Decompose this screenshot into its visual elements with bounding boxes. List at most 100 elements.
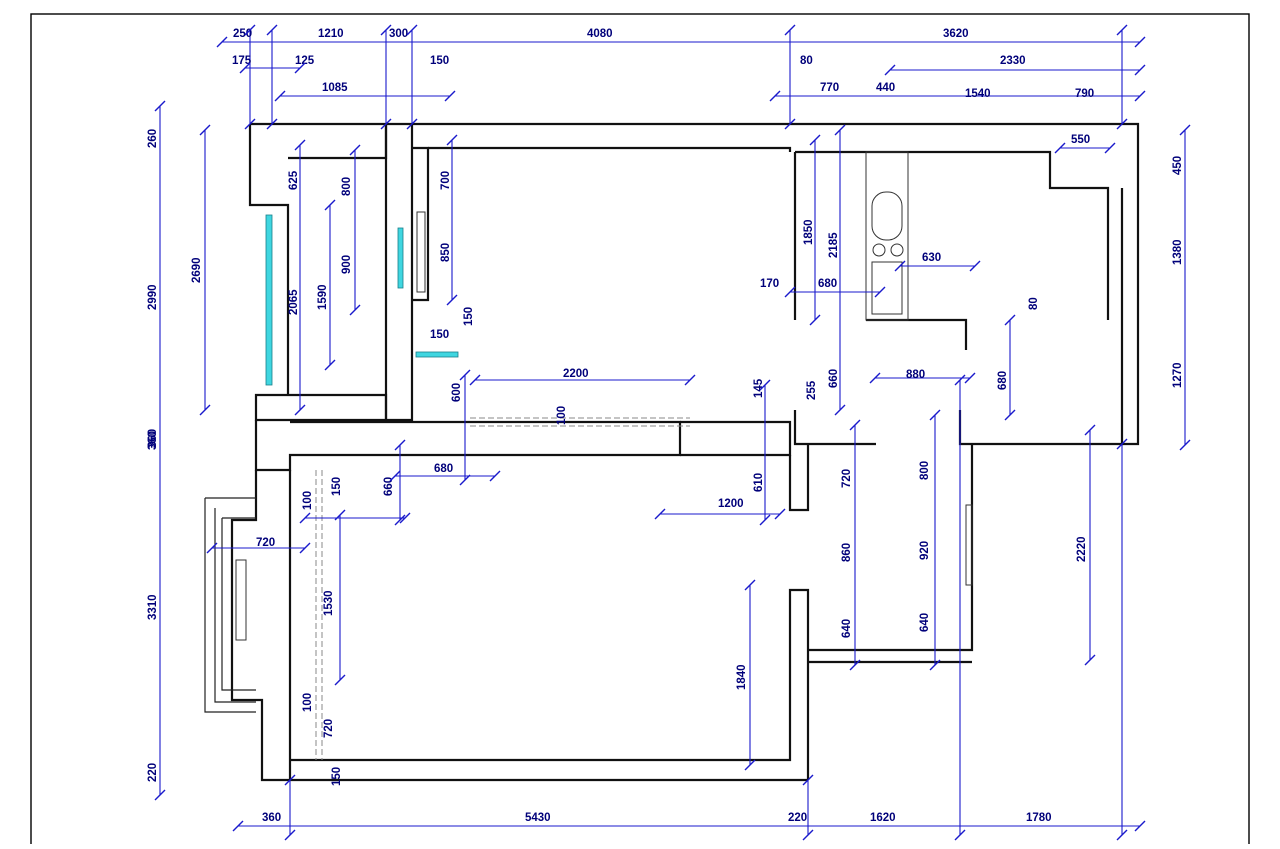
wall-kitchen-right xyxy=(958,188,1124,446)
window-bedroom xyxy=(265,214,273,386)
dimension-tick xyxy=(1104,142,1116,154)
dimension-tick xyxy=(380,24,392,36)
dim-top-770: 770 xyxy=(820,82,839,94)
bay-window-outline xyxy=(204,497,256,713)
wall-kitchen-top xyxy=(795,150,1110,320)
dim-int-1530: 1530 xyxy=(323,590,335,616)
hob-burner-1 xyxy=(872,243,886,257)
dim-int-625: 625 xyxy=(288,170,300,190)
dim-top-1210: 1210 xyxy=(318,28,344,40)
dimension-tick xyxy=(869,372,881,384)
dimension-tick xyxy=(1179,124,1191,136)
windows xyxy=(265,214,459,386)
dim-int-150-b: 150 xyxy=(463,307,475,326)
dim-int-150-c: 150 xyxy=(331,477,343,496)
wall-nook xyxy=(412,146,430,302)
dim-int-850: 850 xyxy=(440,243,452,262)
dim-right-1380: 1380 xyxy=(1172,239,1184,265)
wall-living-bottom xyxy=(290,588,810,780)
dimension-tick xyxy=(294,404,306,416)
dimension-tick xyxy=(849,659,861,671)
dim-top-2330: 2330 xyxy=(1000,55,1026,67)
dimension-tick xyxy=(244,118,256,130)
dimension-tick xyxy=(489,470,501,482)
wall-partition-upper xyxy=(384,124,414,422)
dimension-tick xyxy=(784,118,796,130)
dimension-tick xyxy=(394,439,406,451)
dimension-tick xyxy=(784,24,796,36)
dim-int-680-b: 680 xyxy=(434,463,453,475)
dimension-tick xyxy=(802,829,814,841)
dimension-ticks xyxy=(154,24,1191,841)
dim-int-1590: 1590 xyxy=(317,284,329,310)
wall-bedroom-inner-top xyxy=(288,124,388,160)
wall-outer-top-right xyxy=(250,122,1140,446)
dim-int-660-b: 660 xyxy=(383,477,395,496)
dimension-tick xyxy=(1179,439,1191,451)
dim-int-100-a: 100 xyxy=(556,406,568,425)
dim-int-660-a: 660 xyxy=(828,369,840,388)
bathroom-door-frame xyxy=(965,504,973,586)
dim-left-2990: 2990 xyxy=(147,284,159,310)
radiator-nook xyxy=(416,211,426,293)
dimension-tick xyxy=(1134,90,1146,102)
wall-outer-left-upper xyxy=(248,124,290,395)
dim-bottom-1780: 1780 xyxy=(1026,812,1052,824)
dimension-tick xyxy=(216,36,228,48)
dimension-tick xyxy=(884,64,896,76)
wall-corridor-mid xyxy=(254,420,682,472)
dimension-tick xyxy=(294,62,306,74)
dimension-labels: 250 1210 300 4080 3620 175 125 150 1085 … xyxy=(147,28,1184,824)
dim-top-125: 125 xyxy=(295,55,315,67)
dim-int-720-a: 720 xyxy=(256,537,275,549)
wall-kitchen-bottom-left xyxy=(793,410,876,446)
dim-top-1540: 1540 xyxy=(965,88,991,100)
dimension-tick xyxy=(349,144,361,156)
dimension-tick xyxy=(154,100,166,112)
dimension-tick xyxy=(349,304,361,316)
dimension-tick xyxy=(1134,820,1146,832)
dim-int-2185: 2185 xyxy=(828,232,840,258)
dimension-tick xyxy=(1084,424,1096,436)
dimension-tick xyxy=(334,674,346,686)
dimension-tick xyxy=(654,508,666,520)
dimension-tick xyxy=(929,659,941,671)
kitchen-sink xyxy=(871,191,903,241)
radiator-bay xyxy=(235,559,247,641)
dimension-tick xyxy=(274,90,286,102)
dimension-tick xyxy=(759,514,771,526)
dim-right-2220: 2220 xyxy=(1076,536,1088,562)
dimension-tick xyxy=(406,118,418,130)
dimension-tick xyxy=(894,260,906,272)
dimension-tick xyxy=(389,470,401,482)
dimension-tick xyxy=(446,294,458,306)
dim-left-220: 220 xyxy=(147,763,159,782)
dimension-tick xyxy=(1116,829,1128,841)
dimension-tick xyxy=(380,118,392,130)
dimension-tick xyxy=(954,374,966,386)
dimension-tick xyxy=(266,24,278,36)
dimension-tick xyxy=(1116,118,1128,130)
dimension-tick xyxy=(834,404,846,416)
dim-left-360: 360 xyxy=(147,431,159,450)
dimension-tick xyxy=(284,829,296,841)
dimension-tick xyxy=(239,62,251,74)
wall-living-left xyxy=(230,470,808,782)
dimension-tick xyxy=(834,124,846,136)
dim-int-2200: 2200 xyxy=(563,368,589,380)
dim-int-100-b: 100 xyxy=(302,491,314,510)
wall-kitchen-counter xyxy=(866,318,968,350)
wall-corridor-right xyxy=(680,420,792,457)
walls xyxy=(204,122,1140,782)
sliding-door-living xyxy=(315,470,323,760)
dimension-tick xyxy=(446,134,458,146)
dimension-tick xyxy=(199,404,211,416)
dim-int-720-b: 720 xyxy=(841,469,853,488)
dim-int-1200: 1200 xyxy=(718,498,744,510)
dimension-tick xyxy=(784,286,796,298)
dim-top-175: 175 xyxy=(232,55,252,67)
dimension-tick xyxy=(199,124,211,136)
dimension-tick xyxy=(744,759,756,771)
